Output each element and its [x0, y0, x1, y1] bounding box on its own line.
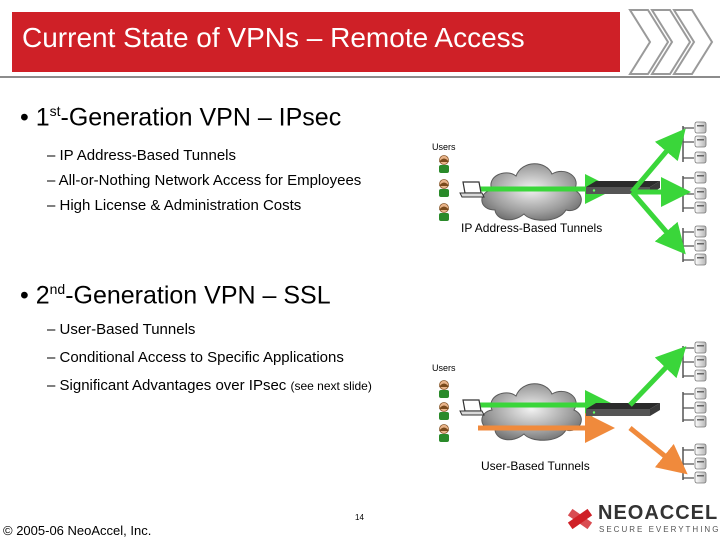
section1-heading: • 1st-Generation VPN – IPsec: [20, 103, 342, 132]
laptop-icon: [459, 181, 485, 198]
user-icon: [438, 155, 450, 174]
section2-users-label: Users: [432, 363, 456, 373]
title-background: [12, 12, 620, 72]
logo-name: NEOACCEL: [598, 502, 719, 524]
user-icon: [438, 402, 450, 421]
section2-diagram-caption: User-Based Tunnels: [481, 459, 590, 473]
section2-item-3: – Significant Advantages over IPsec (see…: [47, 377, 372, 394]
logo-tagline: SECURE EVERYTHING: [599, 525, 720, 534]
section2-heading: • 2nd-Generation VPN – SSL: [20, 281, 331, 310]
chevron-arrows-icon: [628, 9, 714, 75]
section1-diagram: [438, 121, 707, 266]
internet-cloud-icon: [481, 383, 582, 441]
title-bar: Current State of VPNs – Remote Access: [0, 0, 720, 84]
copyright-text: © 2005-06 NeoAccel, Inc.: [3, 523, 152, 538]
section1-diagram-caption: IP Address-Based Tunnels: [461, 221, 603, 235]
page-title: Current State of VPNs – Remote Access: [22, 22, 525, 53]
section2-item-1: – User-Based Tunnels: [47, 321, 196, 338]
laptop-icon: [459, 399, 485, 416]
section2-diagram: [438, 341, 707, 484]
title-divider: [0, 76, 720, 78]
section1-item-2: – All-or-Nothing Network Access for Empl…: [47, 172, 362, 189]
user-icon: [438, 380, 450, 399]
neoaccel-logo: NEOACCEL SECURE EVERYTHING: [565, 500, 719, 538]
section1-item-3: – High License & Administration Costs: [47, 197, 302, 214]
user-icon: [438, 179, 450, 198]
section1-item-1: – IP Address-Based Tunnels: [47, 147, 237, 164]
section1-users-label: Users: [432, 142, 456, 152]
vpn-gateway-icon: [586, 403, 660, 416]
user-icon: [438, 424, 450, 443]
user-icon: [438, 203, 450, 222]
neoaccel-logo-icon: [567, 508, 593, 530]
internet-cloud-icon: [481, 163, 582, 221]
section2-item-2: – Conditional Access to Specific Applica…: [47, 349, 344, 366]
page-number: 14: [355, 513, 364, 522]
